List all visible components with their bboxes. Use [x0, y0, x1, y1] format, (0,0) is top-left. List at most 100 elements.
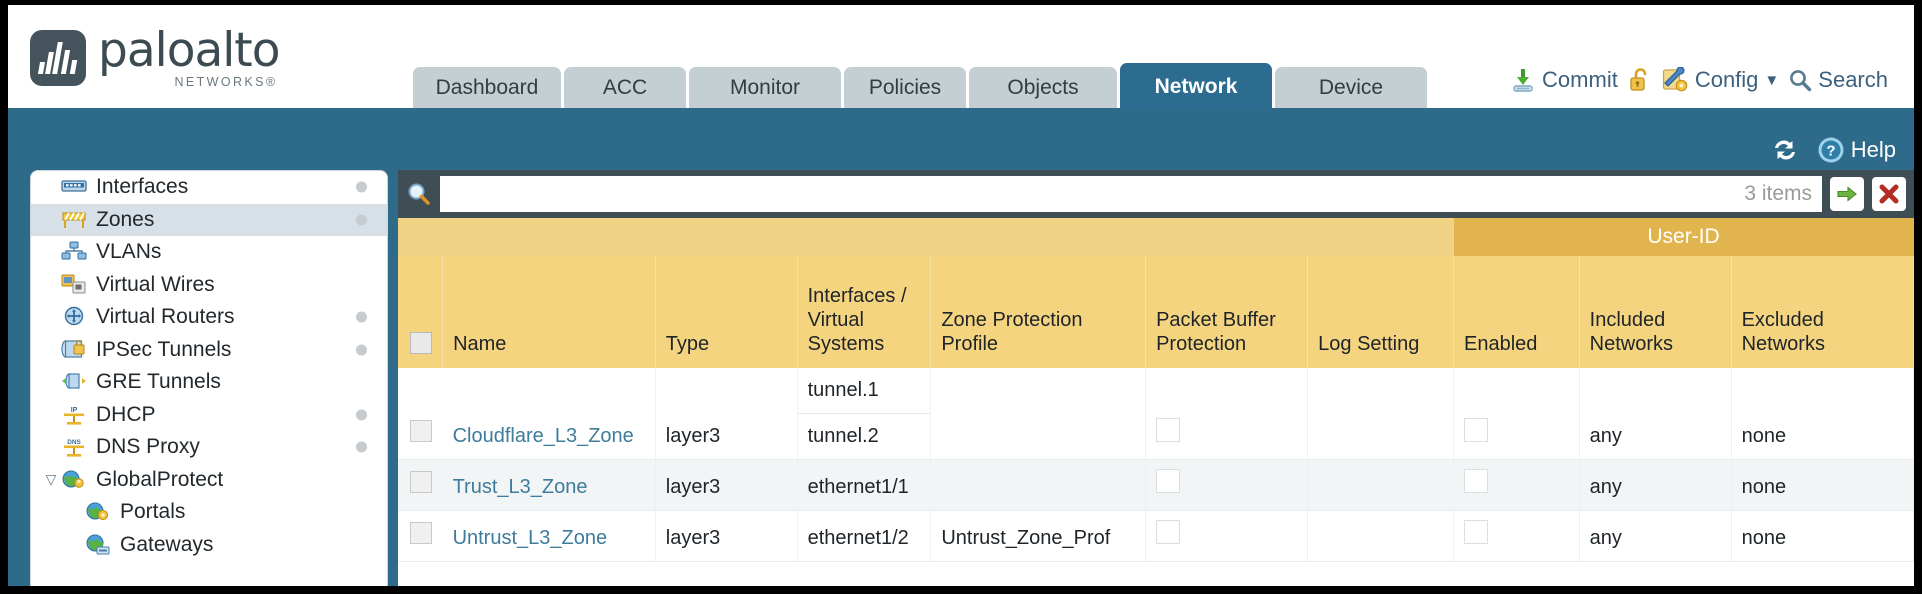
vlans-icon — [61, 241, 89, 263]
red-x-icon — [1878, 183, 1900, 205]
zone-link[interactable]: Untrust_L3_Zone — [452, 527, 608, 549]
config-menu[interactable]: Config ▼ — [1662, 67, 1779, 93]
virtual-routers-icon — [61, 306, 89, 328]
help-label: Help — [1850, 137, 1896, 162]
expand-triangle-icon[interactable]: ▽ — [45, 471, 57, 488]
tab-acc[interactable]: ACC — [564, 67, 686, 111]
row-select-cell[interactable] — [398, 459, 443, 511]
sidebar: Interfaces Zones — [30, 170, 388, 586]
sidebar-item-virtual-wires[interactable]: Virtual Wires — [31, 269, 387, 302]
sidebar-item-zones[interactable]: Zones — [31, 203, 387, 236]
col-line: Systems — [807, 333, 885, 355]
sidebar-item-globalprotect[interactable]: ▽ GlobalProtect — [31, 464, 387, 497]
table-row[interactable]: Untrust_L3_Zone layer3 ethernet1/2 Untru… — [398, 510, 1914, 562]
top-actions: Commit C — [1510, 67, 1888, 93]
row-checkbox[interactable] — [410, 522, 432, 544]
sidebar-item-vlans[interactable]: VLANs — [31, 236, 387, 269]
row-checkbox[interactable] — [410, 471, 432, 493]
column-header-log-setting[interactable]: Log Setting — [1307, 256, 1455, 368]
sidebar-item-interfaces[interactable]: Interfaces — [31, 171, 387, 204]
enabled-checkbox[interactable] — [1464, 418, 1489, 442]
cell-packet-buffer-protection[interactable] — [1145, 368, 1309, 460]
col-line: Profile — [941, 333, 999, 355]
column-header-zone-protection-profile[interactable]: Zone Protection Profile — [930, 256, 1147, 368]
sidebar-label-globalprotect: GlobalProtect — [96, 467, 224, 491]
sidebar-item-portals[interactable]: Portals — [31, 496, 387, 529]
packet-buffer-checkbox[interactable] — [1156, 469, 1181, 493]
zones-table: User-ID Name Type Interfaces / Virtual — [398, 218, 1914, 562]
tab-policies[interactable]: Policies — [844, 67, 966, 111]
sidebar-item-dns-proxy[interactable]: DNS DNS Proxy — [31, 431, 387, 464]
select-all-header[interactable] — [398, 256, 444, 368]
cell-packet-buffer-protection[interactable] — [1145, 459, 1309, 511]
col-line: Interfaces / — [807, 285, 907, 307]
column-header-excluded-networks[interactable]: Excluded Networks — [1731, 256, 1914, 368]
column-header-interfaces[interactable]: Interfaces / Virtual Systems — [797, 256, 932, 368]
app-window: paloalto NETWORKS® Dashboard ACC Monitor… — [8, 5, 1914, 586]
cell-interfaces: tunnel.1 tunnel.2 — [797, 368, 932, 460]
cell-interfaces: ethernet1/2 — [797, 510, 932, 562]
dns-proxy-icon: DNS — [61, 436, 89, 458]
column-header-enabled[interactable]: Enabled — [1453, 256, 1580, 368]
column-header-name[interactable]: Name — [442, 256, 656, 368]
col-line: Zone Protection — [941, 309, 1083, 331]
tab-network[interactable]: Network — [1120, 63, 1272, 111]
search-magnifier-icon[interactable] — [406, 181, 440, 207]
svg-text:DNS: DNS — [67, 439, 81, 446]
commit-label: Commit — [1542, 67, 1618, 92]
table-header-row: Name Type Interfaces / Virtual Systems Z… — [398, 256, 1914, 368]
svg-text:?: ? — [1826, 143, 1835, 160]
search-button[interactable]: Search — [1788, 67, 1888, 93]
apply-filter-button[interactable] — [1830, 177, 1864, 211]
brand-sub: NETWORKS® — [174, 75, 278, 89]
commit-button[interactable]: Commit — [1510, 67, 1618, 93]
search-input[interactable]: 3 items — [440, 176, 1822, 212]
enabled-checkbox[interactable] — [1464, 520, 1489, 544]
enabled-checkbox[interactable] — [1464, 469, 1489, 493]
col-line: Networks — [1589, 333, 1673, 355]
config-wrench-icon — [1662, 67, 1689, 93]
cell-name[interactable]: Cloudflare_L3_Zone — [442, 368, 656, 460]
tab-monitor[interactable]: Monitor — [689, 67, 841, 111]
cell-name[interactable]: Trust_L3_Zone — [442, 459, 656, 511]
sidebar-label-zones: Zones — [96, 207, 155, 231]
table-row[interactable]: Cloudflare_L3_Zone layer3 tunnel.1 tunne… — [398, 368, 1914, 460]
zone-link[interactable]: Cloudflare_L3_Zone — [452, 425, 634, 447]
cell-enabled[interactable] — [1453, 459, 1580, 511]
clear-filter-button[interactable] — [1872, 177, 1906, 211]
column-header-type[interactable]: Type — [655, 256, 798, 368]
tab-dashboard[interactable]: Dashboard — [413, 67, 561, 111]
tab-device[interactable]: Device — [1275, 67, 1427, 111]
column-header-packet-buffer-protection[interactable]: Packet Buffer Protection — [1145, 256, 1309, 368]
sidebar-item-virtual-routers[interactable]: Virtual Routers — [31, 301, 387, 334]
tab-objects[interactable]: Objects — [969, 67, 1117, 111]
refresh-icon[interactable] — [1771, 137, 1799, 163]
sidebar-item-gre-tunnels[interactable]: GRE Tunnels — [31, 366, 387, 399]
row-select-cell[interactable] — [398, 368, 443, 460]
row-checkbox[interactable] — [410, 420, 432, 442]
zone-link[interactable]: Trust_L3_Zone — [452, 476, 588, 498]
select-all-checkbox[interactable] — [410, 332, 432, 354]
sidebar-item-dhcp[interactable]: IP DHCP — [31, 399, 387, 432]
cell-included-networks: any — [1579, 510, 1732, 562]
sidebar-item-ipsec-tunnels[interactable]: IPSec Tunnels — [31, 334, 387, 367]
search-label: Search — [1818, 67, 1888, 92]
packet-buffer-checkbox[interactable] — [1156, 520, 1181, 544]
search-magnifier-icon — [1788, 68, 1812, 92]
packet-buffer-checkbox[interactable] — [1156, 418, 1181, 442]
help-button[interactable]: ? Help — [1817, 136, 1896, 164]
padlock-open-icon[interactable] — [1629, 67, 1651, 93]
col-line: Virtual — [807, 309, 864, 331]
sidebar-label-gre-tunnels: GRE Tunnels — [96, 370, 221, 394]
sidebar-item-gateways[interactable]: Gateways — [31, 529, 387, 562]
cell-enabled[interactable] — [1453, 510, 1580, 562]
cell-name[interactable]: Untrust_L3_Zone — [442, 510, 656, 562]
column-header-included-networks[interactable]: Included Networks — [1579, 256, 1732, 368]
sidebar-dot — [356, 214, 367, 226]
cell-packet-buffer-protection[interactable] — [1145, 510, 1309, 562]
zones-table-wrapper[interactable]: User-ID Name Type Interfaces / Virtual — [398, 218, 1914, 586]
cell-log-setting — [1307, 459, 1455, 511]
cell-enabled[interactable] — [1453, 368, 1580, 460]
table-row[interactable]: Trust_L3_Zone layer3 ethernet1/1 — [398, 459, 1914, 511]
row-select-cell[interactable] — [398, 510, 443, 562]
